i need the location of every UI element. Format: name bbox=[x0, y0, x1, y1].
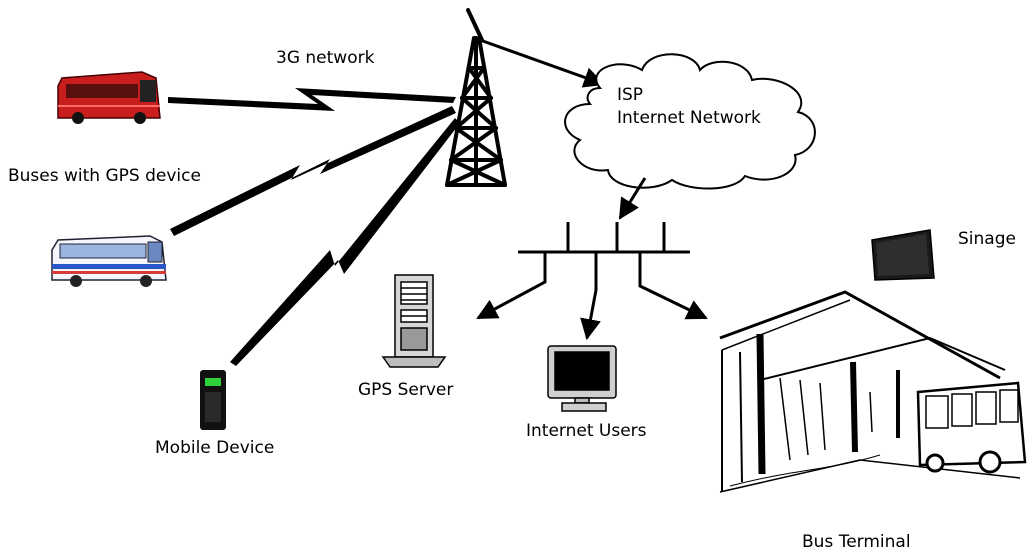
tv-icon bbox=[871, 229, 935, 281]
lightning-link-red-bus bbox=[168, 88, 456, 111]
mobile-phone-icon bbox=[200, 370, 226, 430]
lightning-link-blue-bus bbox=[170, 106, 456, 236]
lightning-link-mobile bbox=[230, 118, 460, 366]
monitor-icon bbox=[547, 345, 617, 412]
server-icon bbox=[381, 274, 447, 368]
cloud-icon bbox=[564, 53, 816, 190]
red-bus-icon bbox=[57, 71, 161, 124]
internet-users-label: Internet Users bbox=[526, 421, 647, 441]
cell-tower-icon bbox=[445, 8, 507, 187]
buses-label: Buses with GPS device bbox=[8, 166, 201, 186]
tower-to-isp-arrow bbox=[479, 38, 605, 88]
isp-label: ISP bbox=[617, 85, 644, 105]
bus-terminal-label: Bus Terminal bbox=[802, 532, 911, 552]
bus-terminal-illustration bbox=[719, 290, 1027, 493]
mobile-device-label: Mobile Device bbox=[155, 438, 275, 458]
lan-bus-bar bbox=[476, 222, 708, 341]
network-label: 3G network bbox=[276, 48, 375, 68]
sinage-label: Sinage bbox=[958, 229, 1016, 249]
internet-network-label: Internet Network bbox=[617, 108, 761, 128]
gps-server-label: GPS Server bbox=[358, 380, 454, 400]
blue-bus-icon bbox=[51, 235, 167, 287]
isp-to-lan-arrow bbox=[618, 177, 647, 220]
